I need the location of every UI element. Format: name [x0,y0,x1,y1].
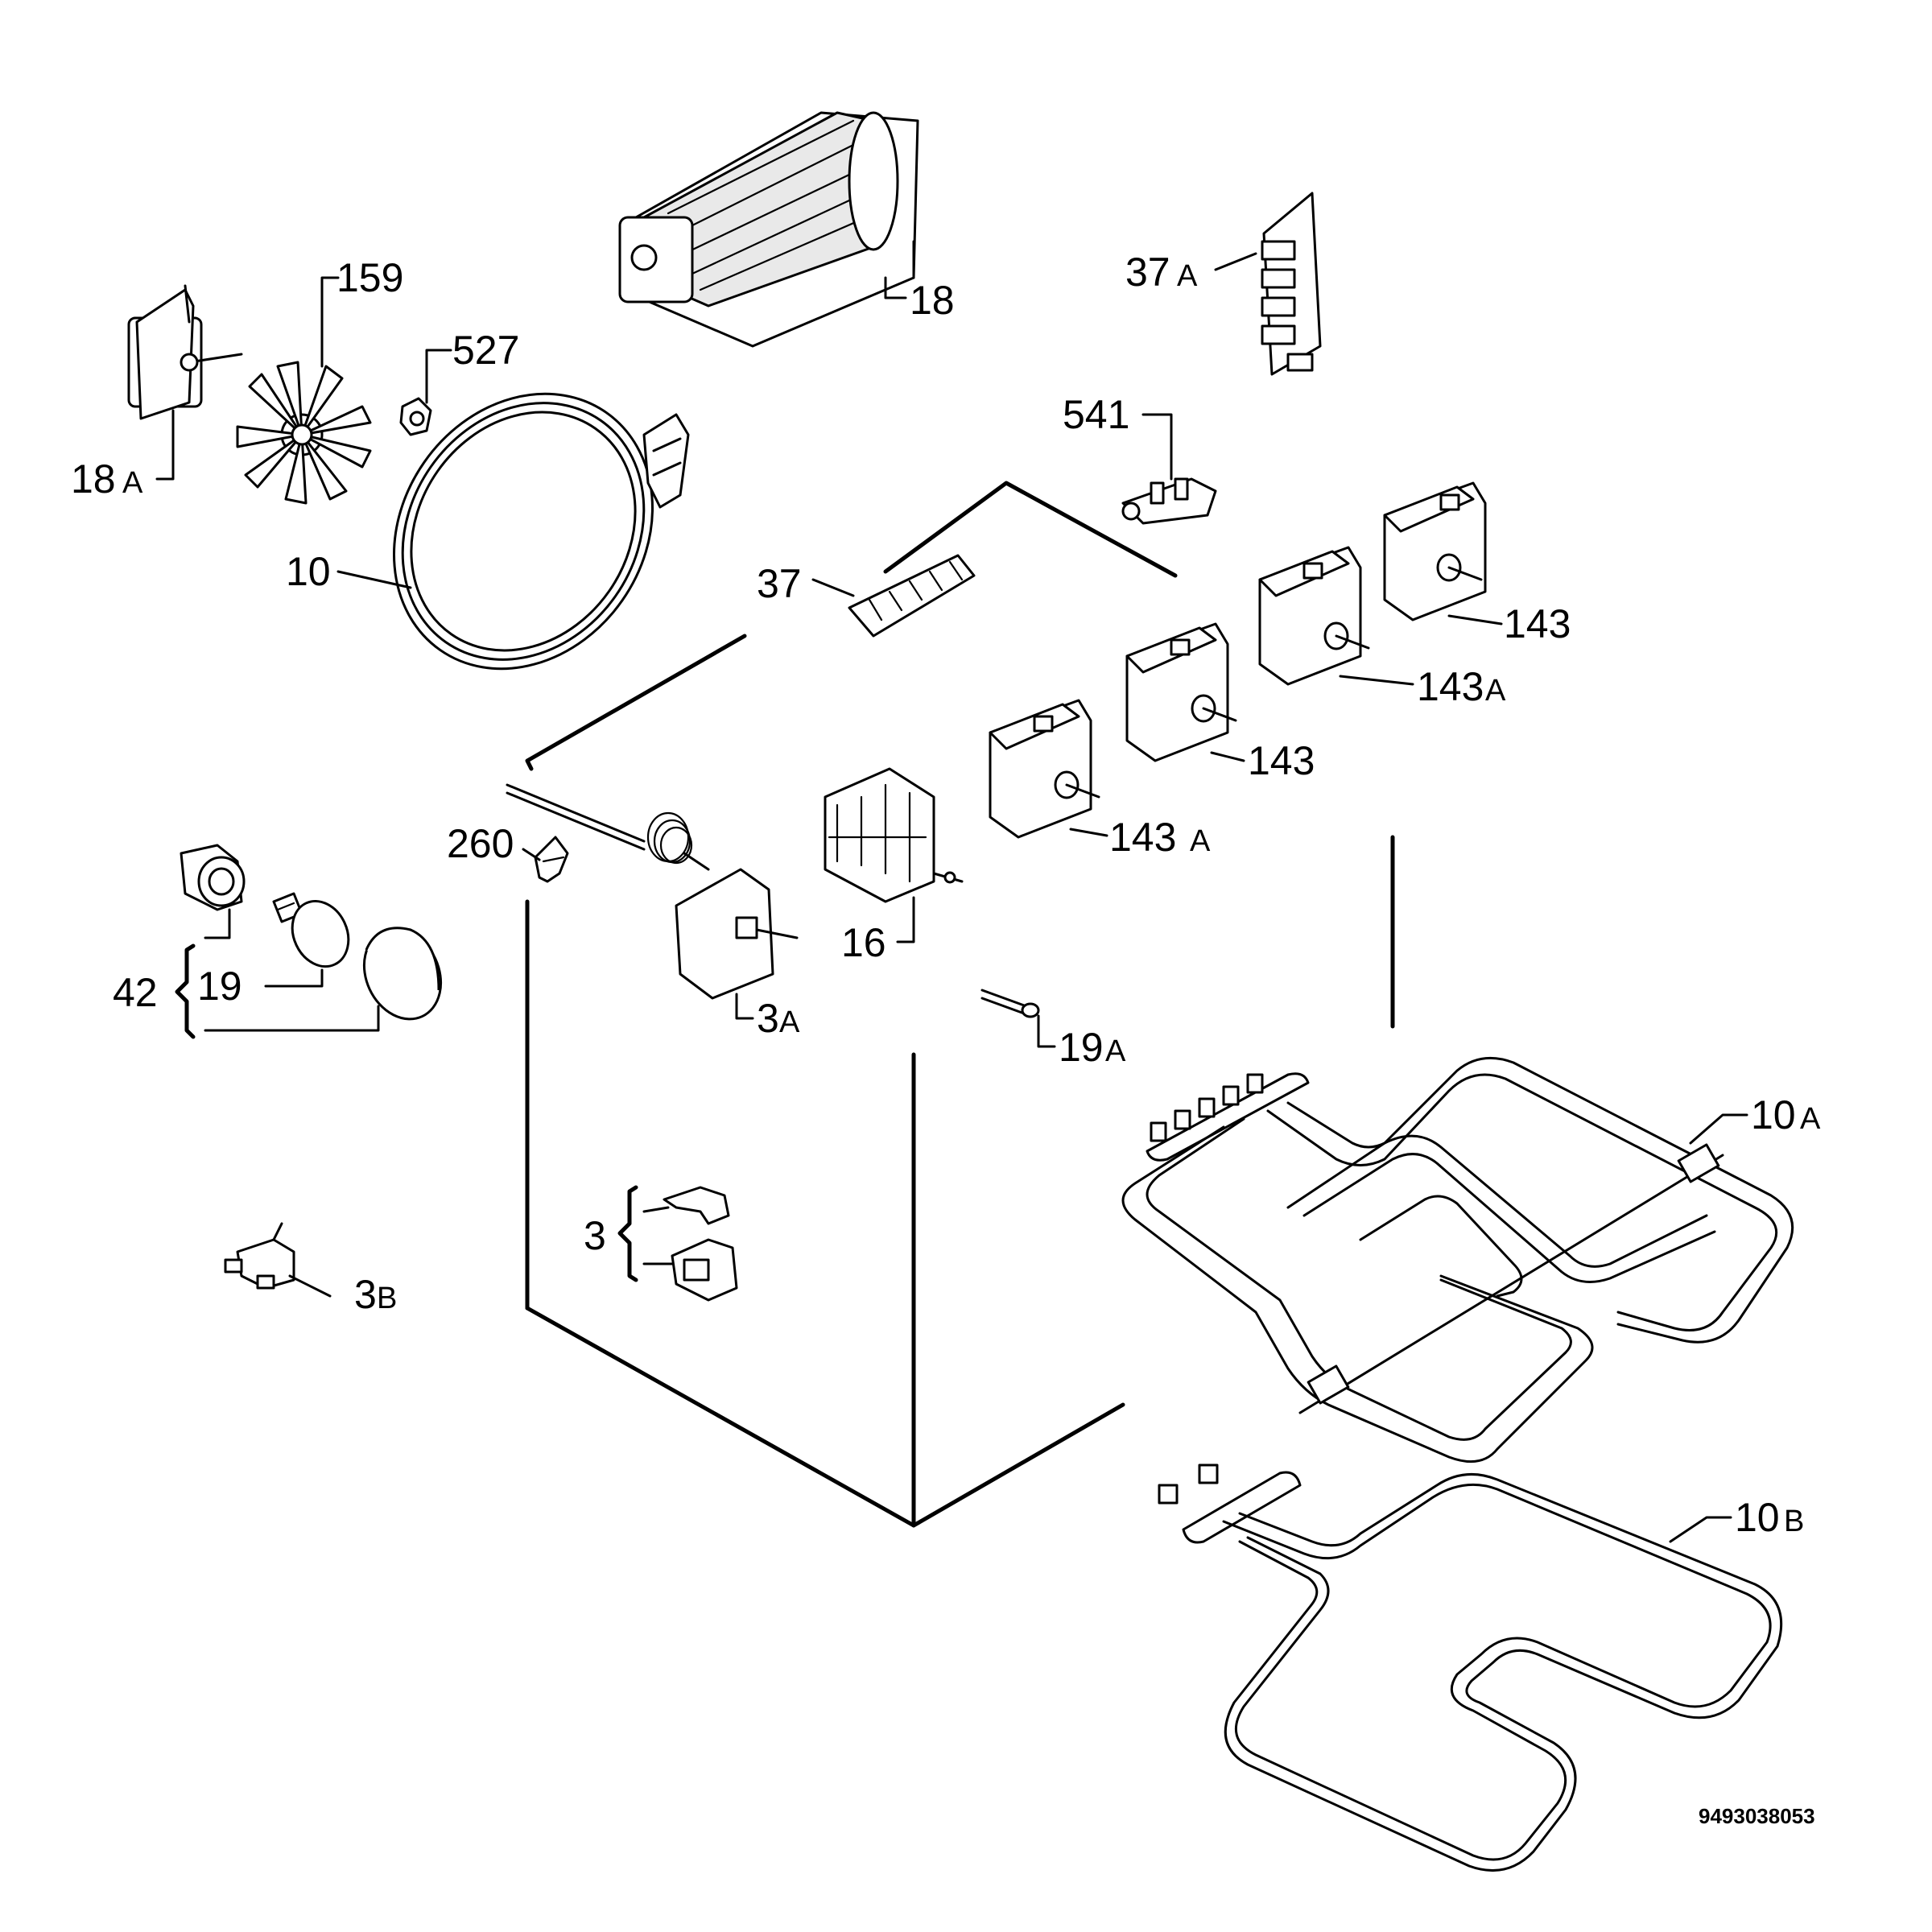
label-541: 541 [1063,392,1129,437]
leader-37a [1214,252,1257,271]
leader-159 [320,276,340,368]
thermal-cutout-3[interactable] [663,1186,738,1302]
label-159: 159 [336,255,403,300]
energy-regulator-143a-low[interactable] [989,699,1100,839]
leader-42-socket [204,908,231,939]
clip-260[interactable] [534,836,569,883]
label-19a-num: 19 [1059,1025,1104,1070]
energy-regulator-143a-top[interactable] [1258,546,1370,686]
tangential-fan-18[interactable] [618,111,919,348]
leader-10b [1669,1516,1732,1543]
thermal-switch-3b[interactable] [224,1222,295,1290]
label-3a-num: 3 [757,996,779,1041]
label-37: 37 [757,561,802,606]
leader-10a [1689,1113,1748,1145]
label-18a-sub: A [122,466,143,500]
circular-heating-element-10[interactable] [341,344,705,720]
lamp-cover[interactable] [350,916,456,1031]
connector-541[interactable] [1121,477,1217,525]
label-19: 19 [197,964,242,1009]
label-18a-num: 18 [71,456,116,502]
terminal-block-37a[interactable] [1261,192,1322,376]
label-19a-sub: A [1105,1034,1126,1068]
label-527: 527 [452,328,519,373]
label-37a-num: 37 [1125,250,1170,295]
label-143a-low-sub: A [1190,824,1211,858]
label-10b-sub: B [1784,1505,1804,1538]
terminal-block-37[interactable] [848,554,976,638]
oven-body-outline [525,481,1395,1528]
label-143a-top-sub: A [1485,674,1506,708]
bracket-42 [175,943,196,1039]
leader-19 [264,968,324,988]
leader-3b [288,1274,332,1298]
label-3b-sub: B [377,1282,397,1315]
label-10: 10 [286,549,331,594]
nut-527[interactable] [399,397,432,436]
grill-element-10a[interactable] [1121,1056,1794,1463]
label-143-top: 143 [1504,601,1571,646]
energy-regulator-143-mid[interactable] [1125,622,1237,762]
label-3: 3 [584,1213,606,1258]
drawing-number: 9493038053 [1699,1804,1815,1828]
label-3a-sub: A [779,1005,800,1039]
leader-143-top [1447,614,1503,625]
bottom-element-10b[interactable] [1158,1463,1783,1872]
label-10a-num: 10 [1751,1092,1796,1137]
thermostat-3a[interactable] [506,783,799,1000]
label-16: 16 [841,920,886,965]
selector-switch-16[interactable] [824,767,964,903]
terminal-19a[interactable] [980,989,1040,1018]
label-143a-top-num: 143 [1417,664,1484,709]
leader-3a [735,993,754,1020]
label-37a-sub: A [1177,259,1198,293]
lamp-bulb-19[interactable] [272,892,359,976]
leader-18a [155,409,175,481]
leader-3-upper [642,1206,670,1213]
leader-37 [811,578,855,597]
fan-motor-18a[interactable] [127,284,243,420]
leader-42-cover [204,1005,380,1032]
label-10b-num: 10 [1735,1495,1780,1540]
energy-regulator-143-top[interactable] [1383,481,1487,621]
label-260: 260 [447,821,514,866]
fan-blade-159[interactable] [236,361,372,505]
label-18: 18 [910,278,955,323]
label-143-mid: 143 [1248,738,1315,783]
lamp-socket[interactable] [180,844,246,911]
label-3b-num: 3 [354,1272,377,1317]
leader-10 [336,570,412,589]
leader-143a-top [1339,675,1414,686]
label-143a-low-num: 143 [1109,815,1176,860]
leader-527 [425,349,452,404]
leader-541 [1141,413,1173,481]
leader-18 [884,276,907,299]
bracket-3 [617,1185,638,1282]
leader-16 [896,896,915,943]
leader-19a [1037,1014,1056,1048]
leader-143-mid [1210,751,1245,762]
leader-143a-low [1069,828,1108,837]
leader-260 [522,848,541,861]
label-10a-sub: A [1800,1102,1821,1136]
label-42: 42 [113,970,158,1015]
